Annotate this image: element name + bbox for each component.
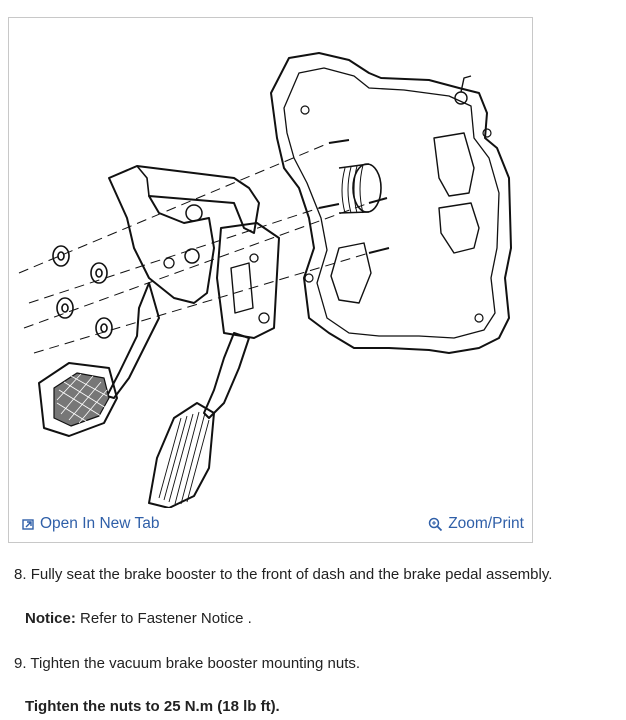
open-in-new-tab-link[interactable]: Open In New Tab bbox=[22, 515, 159, 533]
brake-booster-illustration[interactable] bbox=[9, 18, 532, 508]
new-tab-icon bbox=[22, 518, 34, 530]
figure-container: Open In New Tab Zoom/Print bbox=[8, 17, 533, 543]
zoom-print-label: Zoom/Print bbox=[448, 515, 524, 532]
zoom-print-link[interactable]: Zoom/Print bbox=[428, 515, 524, 533]
step-9: 9. Tighten the vacuum brake booster moun… bbox=[14, 655, 360, 672]
notice-label: Notice: bbox=[25, 610, 76, 627]
step-number: 9. bbox=[14, 655, 27, 672]
notice-text: Refer to Fastener Notice . bbox=[80, 610, 252, 627]
torque-spec: Tighten the nuts to 25 N.m (18 lb ft). bbox=[25, 698, 280, 715]
step-number: 8. bbox=[14, 566, 27, 583]
step-text: Tighten the vacuum brake booster mountin… bbox=[30, 655, 361, 672]
magnifier-icon bbox=[428, 517, 443, 531]
notice: Notice: Refer to Fastener Notice . bbox=[25, 610, 252, 627]
step-8: 8. Fully seat the brake booster to the f… bbox=[14, 566, 552, 583]
step-text: Fully seat the brake booster to the fron… bbox=[30, 566, 553, 583]
open-in-new-tab-label: Open In New Tab bbox=[40, 515, 160, 532]
